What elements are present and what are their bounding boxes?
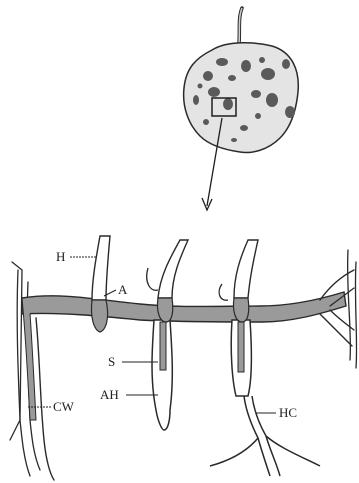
hypha-right <box>234 240 258 298</box>
label-a: A <box>118 282 128 297</box>
infected-fruit-icon <box>184 8 299 152</box>
fruit-body <box>184 43 299 153</box>
host-cell-hypha <box>210 396 258 466</box>
cell-walls <box>10 250 357 476</box>
hypha-middle <box>158 240 188 298</box>
label-hc: HC <box>279 405 297 420</box>
intercellular-hypha <box>22 292 346 322</box>
hypha-left <box>92 236 110 300</box>
label-cw: CW <box>53 399 75 414</box>
label-h: H <box>56 249 65 264</box>
label-ah: AH <box>100 387 119 402</box>
label-s: S <box>108 354 115 369</box>
tissue-section <box>10 236 357 480</box>
